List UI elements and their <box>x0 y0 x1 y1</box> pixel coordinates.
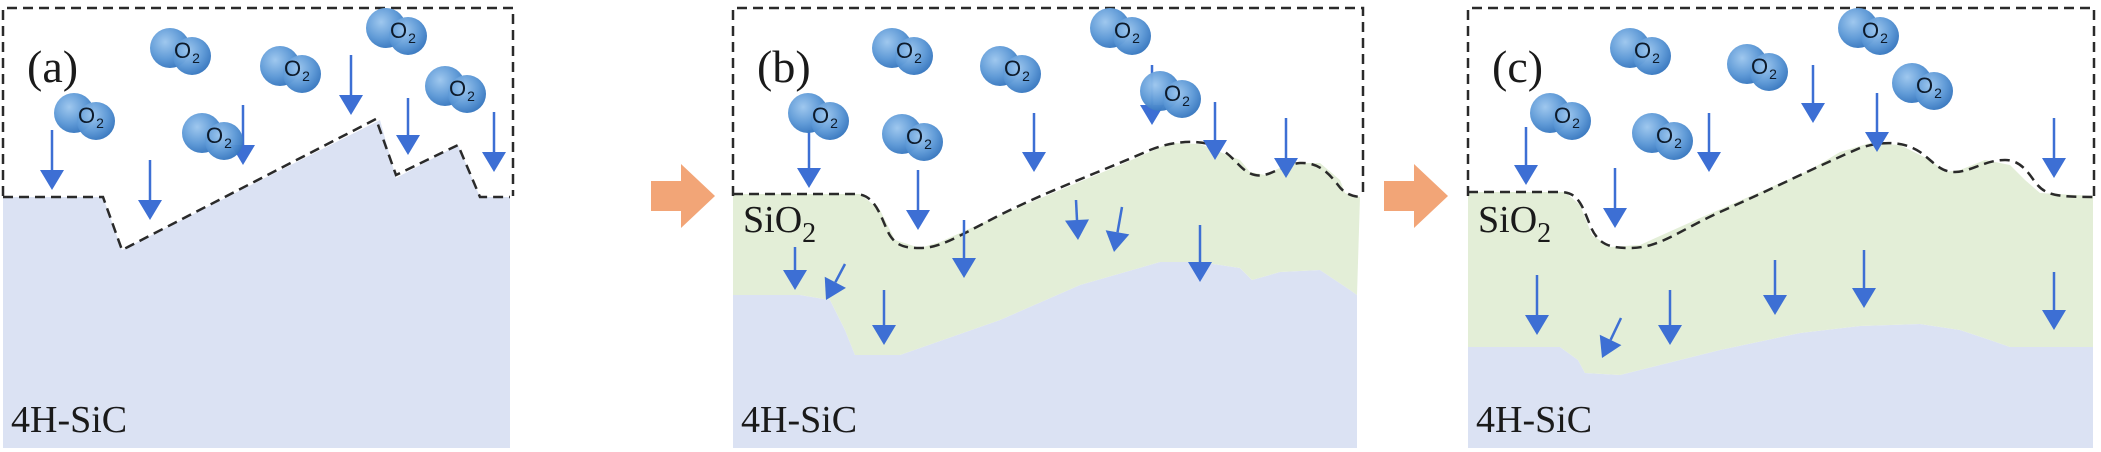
diffusion-arrow-icon <box>872 290 896 345</box>
diffusion-arrow-icon <box>1525 275 1549 335</box>
diffusion-arrow-icon <box>482 112 506 172</box>
gas-region-frame <box>1 6 515 196</box>
diffusion-arrow-icon <box>40 130 64 190</box>
o2-molecule-icon: O2 <box>150 28 211 75</box>
sic-substrate-region <box>3 120 510 448</box>
diffusion-arrow-icon <box>1603 168 1627 228</box>
diffusion-arrow-icon <box>138 160 162 220</box>
diffusion-arrow-icon <box>1203 102 1227 160</box>
diffusion-arrow-icon <box>1188 225 1212 282</box>
sio2-label: SiO2 <box>1478 199 1551 249</box>
transition-arrows-layer <box>651 164 1448 228</box>
substrate-label: 4H-SiC <box>1476 399 1592 441</box>
panels-layer: O2O2O2O2O2O2(a)4H-SiCO2O2O2O2O2O2(b)SiO2… <box>1 6 2096 448</box>
panel-label: (c) <box>1492 41 1543 92</box>
o2-molecule-icon: O2 <box>1892 63 1953 110</box>
diffusion-arrow-icon <box>1599 317 1623 358</box>
o2-label: O2 <box>390 18 416 46</box>
o2-molecule-icon: O2 <box>366 8 427 55</box>
sio2-oxide-region <box>733 143 1360 355</box>
o2-molecule-icon: O2 <box>260 46 321 93</box>
diffusion-arrow-icon <box>1658 290 1682 345</box>
sio2-label: SiO2 <box>743 199 816 249</box>
o2-molecule-icon: O2 <box>1530 93 1591 140</box>
process-step-arrow-icon <box>1384 164 1448 228</box>
sio2-oxide-region <box>1468 143 2093 375</box>
o2-molecule-icon: O2 <box>1610 28 1671 75</box>
surface-interface-line <box>733 140 1364 250</box>
o2-molecule-icon: O2 <box>182 113 243 160</box>
surface-interface-line <box>3 117 510 252</box>
diffusion-arrow-icon <box>1065 199 1089 240</box>
o2-molecule-icon: O2 <box>872 28 933 75</box>
panel-label: (a) <box>27 41 78 92</box>
diffusion-arrow-icon <box>1022 113 1046 172</box>
panel-label: (b) <box>757 41 811 92</box>
diffusion-arrow-icon <box>1801 65 1825 123</box>
diffusion-arrow-icon <box>1697 113 1721 172</box>
diffusion-arrow-icon <box>783 247 807 290</box>
o2-molecule-icon: O2 <box>1090 8 1151 55</box>
substrate-label: 4H-SiC <box>741 399 857 441</box>
sic-substrate-region <box>733 262 1357 448</box>
sic-substrate-region <box>1468 324 2093 448</box>
o2-label: O2 <box>1114 18 1140 46</box>
o2-molecule-icon: O2 <box>882 114 943 161</box>
diffusion-arrow-icon <box>797 130 821 188</box>
diffusion-arrow-icon <box>1865 93 1889 152</box>
surface-interface-line <box>1468 141 2095 250</box>
o2-molecule-icon: O2 <box>1140 71 1201 118</box>
diffusion-arrow-icon <box>339 55 363 115</box>
gas-region-frame <box>731 6 1365 196</box>
o2-molecule-icon: O2 <box>1632 113 1693 160</box>
diffusion-arrow-icon <box>1105 206 1130 252</box>
o2-molecule-icon: O2 <box>425 66 486 113</box>
diffusion-arrow-icon <box>906 170 930 230</box>
o2-molecule-icon: O2 <box>54 93 115 140</box>
o2-molecule-icon: O2 <box>1727 44 1788 91</box>
diffusion-arrow-icon <box>824 263 847 300</box>
o2-molecule-icon: O2 <box>980 46 1041 93</box>
gas-region-frame <box>1466 6 2096 196</box>
diffusion-arrow-icon <box>2042 272 2066 330</box>
diffusion-arrow-icon <box>396 98 420 155</box>
diffusion-arrow-icon <box>1763 260 1787 315</box>
diffusion-arrow-icon <box>2042 118 2066 178</box>
diffusion-arrow-icon <box>1274 118 1298 178</box>
diffusion-arrow-icon <box>1514 127 1538 185</box>
diffusion-arrow-icon <box>1852 250 1876 308</box>
o2-molecule-icon: O2 <box>1838 8 1899 55</box>
o2-molecule-icon: O2 <box>788 93 849 140</box>
diffusion-arrow-icon <box>952 220 976 278</box>
substrate-label: 4H-SiC <box>11 399 127 441</box>
process-step-arrow-icon <box>651 164 715 228</box>
